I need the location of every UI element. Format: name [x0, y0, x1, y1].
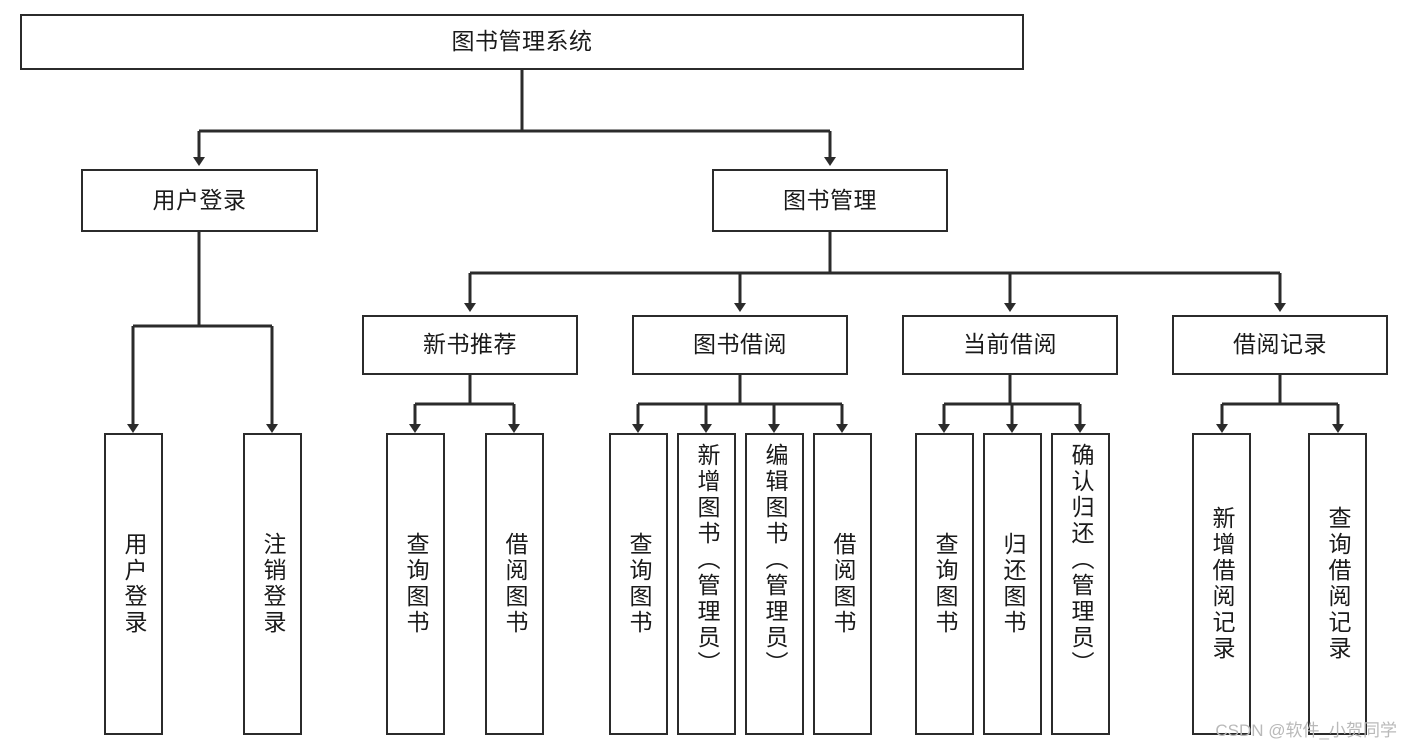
leaf-borrow-book-borrow[interactable]: 借阅图书 — [813, 433, 872, 735]
leaf-query-book-current[interactable]: 查询图书 — [915, 433, 974, 735]
csdn-watermark: CSDN @软件_小贺同学 — [1215, 721, 1397, 740]
node-borrow-record[interactable]: 借阅记录 — [1172, 315, 1388, 375]
leaf-user-login[interactable]: 用户登录 — [104, 433, 163, 735]
node-user-login-label: 用户登录 — [152, 186, 247, 213]
leaf-logout-login[interactable]: 注销登录 — [243, 433, 302, 735]
leaf-edit-book-admin-label: 编辑图书（管理员） — [762, 443, 788, 677]
leaf-confirm-return-admin-label: 确认归还（管理员） — [1068, 443, 1094, 677]
node-new-book-recommend-label: 新书推荐 — [423, 331, 517, 358]
leaf-query-book-borrow[interactable]: 查询图书 — [609, 433, 668, 735]
leaf-borrow-book-recommend-label: 借阅图书 — [502, 532, 528, 636]
node-current-borrow-label: 当前借阅 — [963, 331, 1057, 358]
leaf-user-login-label: 用户登录 — [121, 532, 147, 636]
node-root-label: 图书管理系统 — [451, 28, 593, 55]
node-book-management-label: 图书管理 — [783, 186, 877, 213]
node-book-borrow[interactable]: 图书借阅 — [632, 315, 848, 375]
leaf-query-book-recommend[interactable]: 查询图书 — [386, 433, 445, 735]
leaf-query-borrow-record[interactable]: 查询借阅记录 — [1308, 433, 1367, 735]
leaf-logout-login-label: 注销登录 — [260, 532, 286, 636]
leaf-return-book[interactable]: 归还图书 — [983, 433, 1042, 735]
leaf-query-book-borrow-label: 查询图书 — [626, 532, 652, 636]
leaf-add-book-admin-label: 新增图书（管理员） — [694, 443, 720, 677]
node-root-book-management-system[interactable]: 图书管理系统 — [20, 14, 1024, 70]
leaf-confirm-return-admin[interactable]: 确认归还（管理员） — [1051, 433, 1110, 735]
leaf-borrow-book-borrow-label: 借阅图书 — [830, 532, 856, 636]
leaf-query-borrow-record-label: 查询借阅记录 — [1325, 506, 1351, 662]
leaf-query-book-recommend-label: 查询图书 — [403, 532, 429, 636]
node-user-login[interactable]: 用户登录 — [81, 169, 318, 232]
node-borrow-record-label: 借阅记录 — [1233, 331, 1327, 358]
node-book-borrow-label: 图书借阅 — [693, 331, 787, 358]
node-new-book-recommend[interactable]: 新书推荐 — [362, 315, 578, 375]
node-current-borrow[interactable]: 当前借阅 — [902, 315, 1118, 375]
leaf-add-book-admin[interactable]: 新增图书（管理员） — [677, 433, 736, 735]
leaf-query-book-current-label: 查询图书 — [932, 532, 958, 636]
leaf-borrow-book-recommend[interactable]: 借阅图书 — [485, 433, 544, 735]
node-book-management[interactable]: 图书管理 — [712, 169, 948, 232]
leaf-return-book-label: 归还图书 — [1000, 532, 1026, 636]
leaf-add-borrow-record-label: 新增借阅记录 — [1209, 506, 1235, 662]
leaf-edit-book-admin[interactable]: 编辑图书（管理员） — [745, 433, 804, 735]
leaf-add-borrow-record[interactable]: 新增借阅记录 — [1192, 433, 1251, 735]
